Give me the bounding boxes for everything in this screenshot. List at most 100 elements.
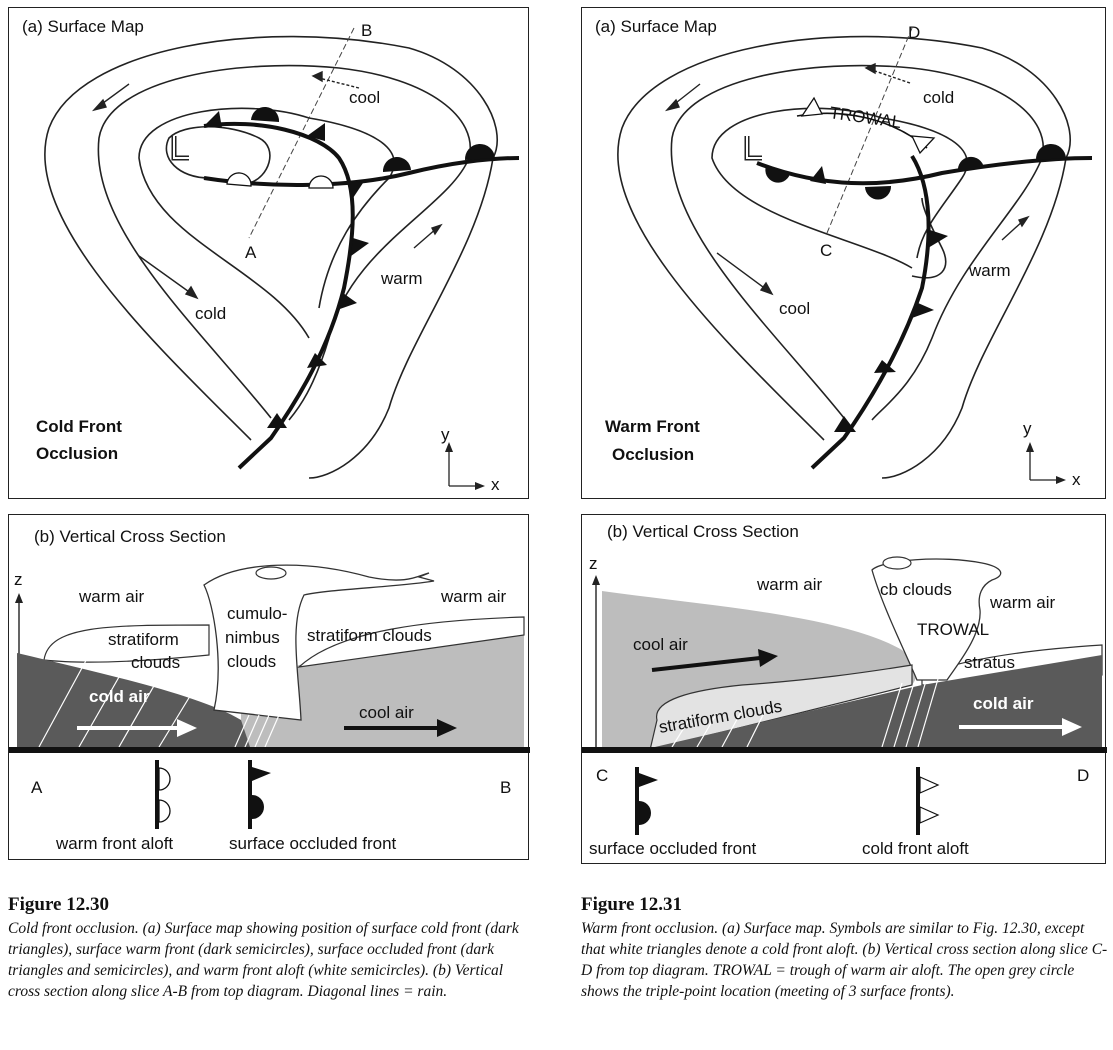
left-cross-section-panel: (b) Vertical Cross Section z warm air wa… [8,514,530,860]
left-front-aloft-label: warm front aloft [55,834,173,853]
right-cool-air-arrow [651,656,761,672]
right-occlusion-label-1: Warm Front [605,417,700,436]
cb-cloud [871,558,1002,681]
right-air-warm: warm [968,261,1011,280]
left-air-cool: cool [349,88,380,107]
cold-front-aloft-icon [919,776,940,794]
cold-front-triangle-icon [349,180,365,198]
right-cold-air-label: cold air [973,694,1034,713]
right-cold-front-line [810,154,931,470]
cumulo-label-1: cumulo- [227,604,287,623]
warm-front-aloft-icon [226,172,252,187]
warm-front-semicircle-icon [252,795,264,819]
right-front-aloft-label: cold front aloft [862,839,969,858]
right-isobar-outer [617,35,1071,479]
cold-front-triangle-icon [204,111,222,128]
cold-front-aloft-icon [919,806,940,824]
right-caption-title: Figure 12.31 [581,894,682,915]
left-isobar-outer [44,35,498,479]
right-slice-line [826,27,913,234]
left-occlusion-label-1: Cold Front [36,417,122,436]
left-isobar-inner [138,107,395,339]
cold-front-triangle-icon [307,353,327,368]
cold-front-triangle-icon [252,767,271,781]
low-pressure-icon [171,136,189,161]
right-surface-map: (a) Surface Map D C TROWAL cold warm coo… [595,17,1093,489]
left-axis-y-label: y [441,425,450,444]
cumulonimbus-cloud [203,564,435,721]
cold-air-region [17,653,251,750]
warm-front-semicircle-icon [382,156,411,172]
left-end-a: A [31,778,43,797]
right-trowal-label: TROWAL [828,103,902,132]
right-warm-air-label-right: warm air [989,593,1056,612]
right-caption-body: Warm front occlusion. (a) Surface map. S… [581,920,1108,1000]
cold-front-aloft-icon [800,96,824,117]
cumulo-label-2: nimbus [225,628,280,647]
right-end-d: D [1077,766,1089,785]
right-isobar-loop [911,197,947,279]
left-cross-section: (b) Vertical Cross Section z warm air wa… [9,527,530,853]
right-caption: Figure 12.31 Warm front occlusion. (a) S… [581,894,1109,1002]
cold-front-triangle-icon [337,293,357,310]
left-slice-top-label: B [361,21,372,40]
cumulo-label-3: clouds [227,652,276,671]
left-stratiform-label-2: clouds [131,653,180,672]
cb-clouds-label: cb clouds [880,580,952,599]
right-cross-section-panel: (b) Vertical Cross Section z warm air cb… [581,514,1107,864]
right-end-c: C [596,766,608,785]
left-isobar-middle [97,64,472,421]
right-ground-line [582,747,1107,753]
left-cold-air-label: cold air [89,687,150,706]
stratus-label: stratus [964,653,1015,672]
right-slice-bottom-label: C [820,241,832,260]
right-surface-map-panel: (a) Surface Map D C TROWAL cold warm coo… [581,7,1106,499]
cloud-top-dome [882,556,912,570]
right-map-title: (a) Surface Map [595,17,717,36]
left-isobar-core [165,125,271,184]
cold-front-triangle-icon [810,166,826,184]
warm-front-aloft-icon [158,767,171,791]
right-axis-z-label: z [589,554,598,573]
right-wind-arrows [664,62,1030,296]
warm-front-semicircle-icon [464,143,495,160]
right-air-cold: cold [923,88,954,107]
right-stratiform-cloud [649,664,913,751]
left-stratiform-right-label: stratiform clouds [307,626,432,645]
cloud-top-dome [255,566,287,580]
left-ground-line [9,747,530,753]
left-section-title: (b) Vertical Cross Section [34,527,226,546]
right-front-surface-label: surface occluded front [589,839,757,858]
right-occlusion-label-2: Occlusion [612,445,694,464]
left-cool-air-label: cool air [359,703,414,722]
warm-front-semicircle-icon [639,801,651,825]
left-stratiform-cloud [43,624,210,663]
left-occlusion-label-2: Occlusion [36,444,118,463]
left-caption-body: Cold front occlusion. (a) Surface map sh… [8,920,519,1000]
right-warm-air-label-left: warm air [756,575,823,594]
low-pressure-icon [744,136,762,161]
right-occluded-front-line [756,156,1093,186]
warm-front-semicircle-icon [865,186,892,200]
left-surface-map-panel: (a) Surface Map B A cool warm cold Cold … [8,7,529,499]
left-axis-z-label: z [14,570,23,589]
left-rain-lines [38,654,280,748]
cold-front-triangle-icon [928,230,948,248]
left-warm-air-label-right: warm air [440,587,507,606]
cold-front-triangle-icon [351,238,369,256]
left-wind-arrows [91,70,443,300]
warm-front-aloft-icon [308,175,334,189]
cold-front-aloft-icon [910,135,936,155]
right-isobar-inner [711,107,968,269]
right-section-title: (b) Vertical Cross Section [607,522,799,541]
left-slice-bottom-label: A [245,243,257,262]
warm-front-aloft-icon [158,799,171,823]
right-rain-lines [671,678,939,748]
right-stratiform-cloud [297,616,525,668]
right-cool-air-label: cool air [633,635,688,654]
cold-front-triangle-icon [307,123,325,141]
left-air-warm: warm [380,269,423,288]
warm-front-semicircle-icon [765,166,790,183]
left-front-surface-label: surface occluded front [229,834,397,853]
left-caption-title: Figure 12.30 [8,894,109,915]
